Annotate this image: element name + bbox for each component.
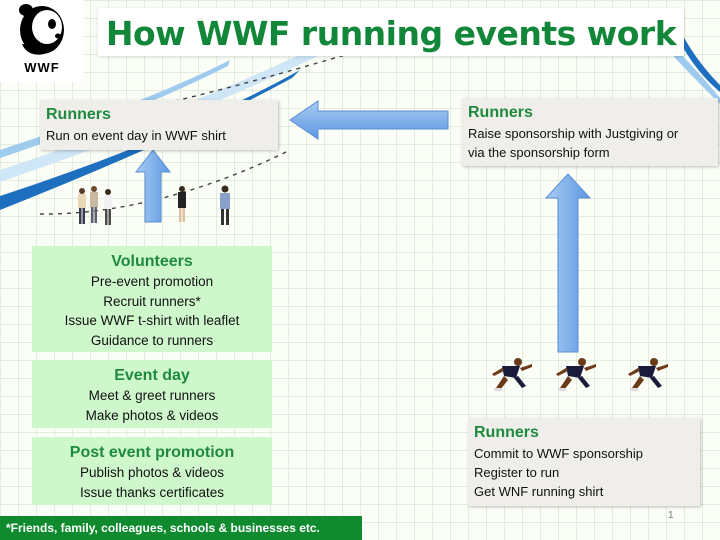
post-event-line: Issue thanks certificates <box>79 484 225 500</box>
volunteers-line: Recruit runners* <box>103 293 201 309</box>
runners-event-heading: Runners <box>46 106 111 123</box>
volunteers-box: Volunteers Pre-event promotion Recruit r… <box>32 246 272 352</box>
volunteers-heading: Volunteers <box>111 253 193 270</box>
runners-sponsor-line: via the sponsorship form <box>468 145 610 160</box>
runners-commit-box: Runners Commit to WWF sponsorship Regist… <box>468 418 700 506</box>
runners-event-line: Run on event day in WWF shirt <box>46 128 226 143</box>
event-day-line: Make photos & videos <box>85 407 219 423</box>
runners-event-box: Runners Run on event day in WWF shirt <box>40 100 278 150</box>
title-bar: How WWF running events work <box>98 8 684 56</box>
post-event-box: Post event promotion Publish photos & vi… <box>32 437 272 505</box>
volunteers-line: Issue WWF t-shirt with leaflet <box>64 313 240 328</box>
runners-sponsor-box: Runners Raise sponsorship with Justgivin… <box>462 98 718 166</box>
wwf-logo: WWF <box>0 0 84 82</box>
runners-sponsor-line: Raise sponsorship with Justgiving or <box>468 126 679 141</box>
panda-icon <box>19 4 64 55</box>
event-day-heading: Event day <box>114 367 190 384</box>
runners-commit-line: Commit to WWF sponsorship <box>474 446 644 461</box>
runners-commit-heading: Runners <box>474 424 539 441</box>
runners-commit-line: Get WNF running shirt <box>474 484 604 499</box>
runners-sponsor-heading: Runners <box>468 104 533 121</box>
page-number: 1 <box>668 510 674 521</box>
volunteers-line: Guidance to runners <box>90 332 214 348</box>
arrow-up-to-runners <box>134 149 172 223</box>
arrow-left-to-runners <box>289 100 449 140</box>
event-day-box: Event day Meet & greet runners Make phot… <box>32 360 272 428</box>
runners-commit-line: Register to run <box>474 465 560 480</box>
footnote: *Friends, family, colleagues, schools & … <box>0 516 362 540</box>
event-day-line: Meet & greet runners <box>88 388 216 403</box>
arrow-up-to-sponsorship <box>544 173 592 353</box>
logo-text: WWF <box>24 60 60 75</box>
post-event-heading: Post event promotion <box>69 444 235 461</box>
page-title: How WWF running events work <box>105 14 677 53</box>
volunteers-line: Pre-event promotion <box>90 274 214 289</box>
volunteer-figures-icon <box>78 185 230 225</box>
runner-figures-icon <box>492 358 668 391</box>
post-event-line: Publish photos & videos <box>79 465 225 480</box>
